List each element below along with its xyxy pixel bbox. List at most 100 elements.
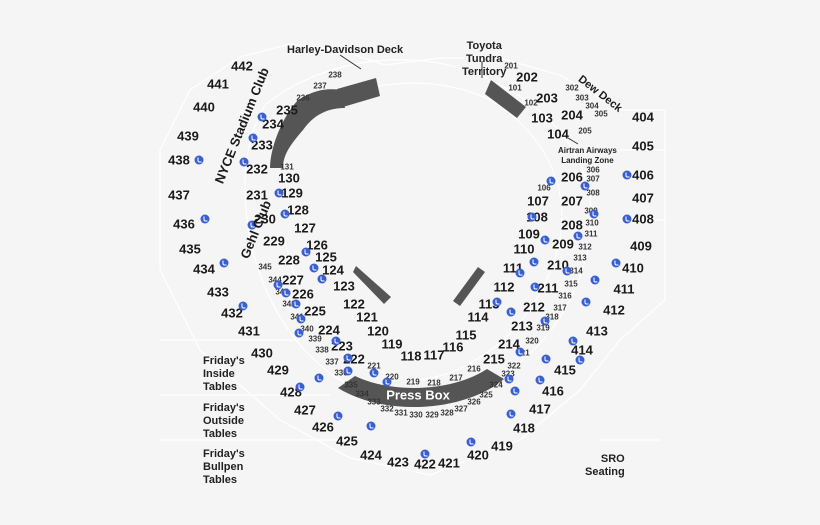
section-344[interactable]: 344 [268,276,281,285]
section-405[interactable]: 405 [632,138,654,154]
section-423[interactable]: 423 [387,454,409,470]
section-220[interactable]: 220 [385,372,399,382]
section-340[interactable]: 340 [300,324,314,334]
section-219[interactable]: 219 [406,377,420,387]
section-335[interactable]: 335 [344,380,358,390]
section-430[interactable]: 430 [251,345,273,361]
section-120[interactable]: 120 [367,323,389,339]
section-332[interactable]: 332 [380,404,394,414]
fridays-bullpen-tables-label[interactable]: Friday's Bullpen Tables [203,448,245,487]
section-414[interactable]: 414 [571,342,593,358]
section-310[interactable]: 310 [585,218,599,228]
section-338[interactable]: 338 [315,345,329,355]
section-320[interactable]: 320 [525,336,539,346]
section-233[interactable]: 233 [251,137,273,153]
section-227[interactable]: 227 [282,272,304,288]
section-101[interactable]: 101 [508,83,522,93]
section-201[interactable]: 201 [504,61,518,71]
section-345[interactable]: 345 [258,262,272,272]
section-323[interactable]: 323 [501,370,514,379]
section-408[interactable]: 408 [632,211,654,227]
section-439[interactable]: 439 [177,128,199,144]
section-311[interactable]: 311 [584,229,598,239]
section-435[interactable]: 435 [179,241,201,257]
section-212[interactable]: 212 [523,299,545,315]
section-225[interactable]: 225 [304,303,326,319]
section-312[interactable]: 312 [578,242,592,252]
fridays-outside-tables-label[interactable]: Friday's Outside Tables [203,402,245,441]
section-418[interactable]: 418 [513,420,535,436]
section-226[interactable]: 226 [292,286,314,302]
section-330[interactable]: 330 [409,410,423,420]
section-112[interactable]: 112 [493,279,515,295]
section-329[interactable]: 329 [425,410,439,420]
section-331[interactable]: 331 [394,408,408,418]
section-230[interactable]: 230 [254,211,276,227]
section-306[interactable]: 306 [586,165,600,175]
section-122[interactable]: 122 [343,296,365,312]
section-342[interactable]: 342 [282,299,296,309]
section-419[interactable]: 419 [491,438,513,454]
section-110[interactable]: 110 [513,241,535,257]
section-119[interactable]: 119 [381,336,403,352]
section-305[interactable]: 305 [594,109,608,119]
section-433[interactable]: 433 [207,284,229,300]
section-232[interactable]: 232 [246,161,268,177]
section-437[interactable]: 437 [168,187,190,203]
section-202[interactable]: 202 [516,69,538,85]
section-231[interactable]: 231 [246,187,268,203]
section-214[interactable]: 214 [498,336,520,352]
section-125[interactable]: 125 [315,249,337,265]
section-211[interactable]: 211 [537,280,559,296]
section-431[interactable]: 431 [238,323,260,339]
section-313[interactable]: 313 [573,253,587,263]
section-224[interactable]: 224 [318,322,340,338]
section-218[interactable]: 218 [427,378,441,388]
section-328[interactable]: 328 [440,408,454,418]
section-204[interactable]: 204 [561,107,583,123]
section-425[interactable]: 425 [336,433,358,449]
section-129[interactable]: 129 [281,185,303,201]
section-131[interactable]: 131 [280,162,294,172]
section-432[interactable]: 432 [221,305,243,321]
section-438[interactable]: 438 [168,152,190,168]
section-327[interactable]: 327 [454,404,468,414]
section-235[interactable]: 235 [276,102,298,118]
section-304[interactable]: 304 [585,101,599,111]
section-114[interactable]: 114 [467,309,489,325]
section-322[interactable]: 322 [507,361,521,371]
section-238[interactable]: 238 [328,70,342,80]
section-216[interactable]: 216 [467,364,481,374]
section-102[interactable]: 102 [524,98,538,108]
section-420[interactable]: 420 [467,447,489,463]
section-319[interactable]: 319 [536,323,550,333]
section-107[interactable]: 107 [527,193,549,209]
section-234[interactable]: 234 [262,116,284,132]
fridays-inside-tables-label[interactable]: Friday's Inside Tables [203,355,245,394]
section-206[interactable]: 206 [561,169,583,185]
section-121[interactable]: 121 [356,309,378,325]
section-308[interactable]: 308 [586,188,600,198]
section-429[interactable]: 429 [267,362,289,378]
section-116[interactable]: 116 [442,339,464,355]
section-104[interactable]: 104 [547,126,569,142]
section-422[interactable]: 422 [414,456,436,472]
section-109[interactable]: 109 [518,226,540,242]
section-229[interactable]: 229 [263,233,285,249]
section-237[interactable]: 237 [313,81,327,91]
section-303[interactable]: 303 [575,93,589,103]
section-412[interactable]: 412 [603,302,625,318]
section-406[interactable]: 406 [632,167,654,183]
section-442[interactable]: 442 [231,58,253,74]
section-324[interactable]: 324 [489,380,503,390]
section-436[interactable]: 436 [173,216,195,232]
section-205[interactable]: 205 [578,126,592,136]
sro-seating-label[interactable]: SRO Seating [585,453,625,479]
section-127[interactable]: 127 [294,220,316,236]
section-415[interactable]: 415 [554,362,576,378]
section-236[interactable]: 236 [296,93,310,103]
section-302[interactable]: 302 [565,83,579,93]
section-208[interactable]: 208 [561,217,583,233]
section-409[interactable]: 409 [630,238,652,254]
section-115[interactable]: 115 [455,327,477,343]
